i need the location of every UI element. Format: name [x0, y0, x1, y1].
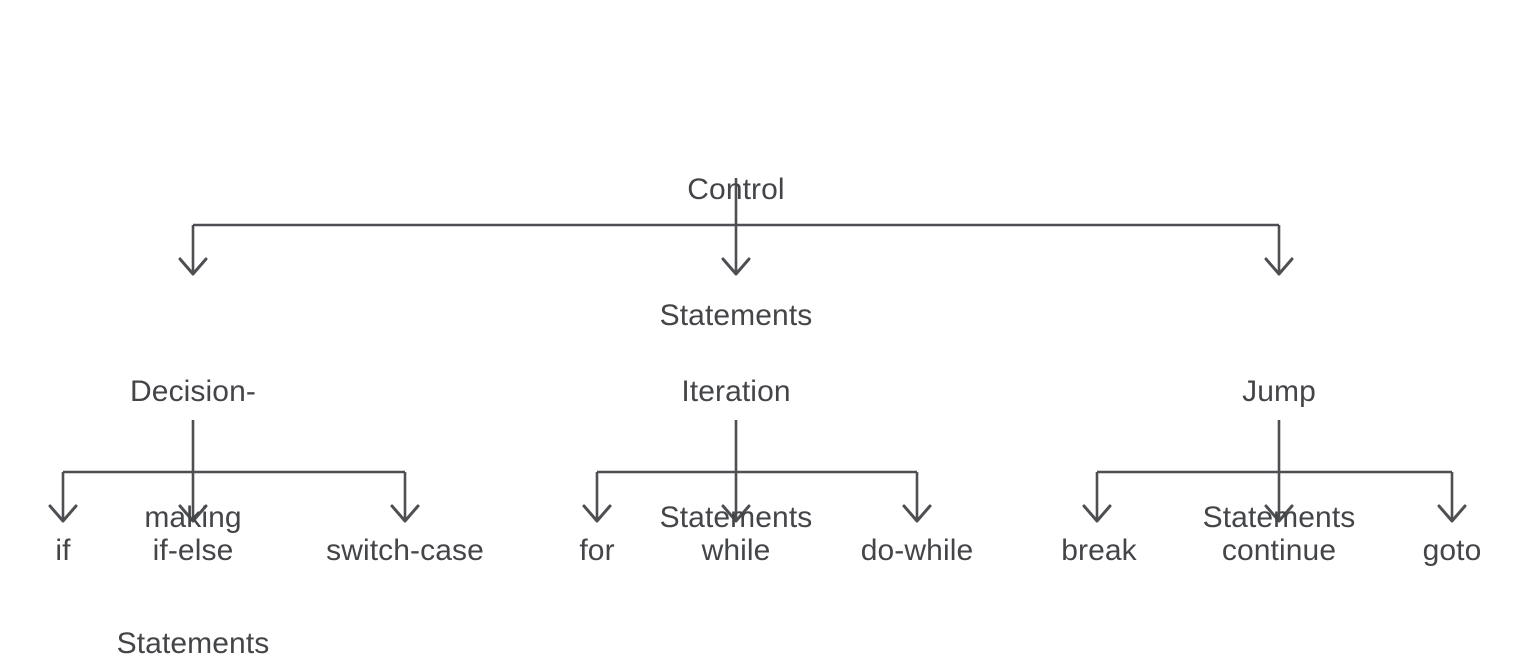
- leaf-if-else: if-else: [152, 534, 234, 567]
- leaf-do-while: do-while: [860, 534, 974, 567]
- leaf-goto: goto: [1422, 534, 1482, 567]
- arrowhead-goto: [1437, 504, 1467, 523]
- arrowhead-for: [582, 504, 612, 523]
- arrowhead-do-while: [902, 504, 932, 523]
- node-control-statements: Control Statements: [660, 85, 813, 421]
- node-control-statements-line2: Statements: [659, 299, 813, 332]
- leaf-continue: continue: [1221, 534, 1337, 567]
- leaf-if: if: [55, 534, 71, 567]
- node-decision-making-statements: Decision- making Statements: [117, 287, 270, 659]
- node-iteration-line1: Iteration: [681, 375, 791, 408]
- node-decision-making-line1: Decision-: [130, 375, 256, 408]
- leaf-for: for: [579, 534, 615, 567]
- leaf-while: while: [701, 534, 771, 567]
- arrowhead-if: [48, 504, 78, 523]
- node-iteration-line2: Statements: [659, 501, 813, 534]
- arrowhead-break: [1082, 504, 1112, 523]
- arrowhead-decision-making: [178, 257, 208, 276]
- node-decision-making-line2: making: [144, 501, 242, 534]
- node-jump-statements: Jump Statements: [1203, 287, 1356, 623]
- arrowhead-if-else: [178, 504, 208, 523]
- node-iteration-statements: Iteration Statements: [660, 287, 813, 623]
- arrowhead-iteration: [721, 257, 751, 276]
- node-jump-line2: Statements: [1202, 501, 1356, 534]
- node-jump-line1: Jump: [1242, 375, 1316, 408]
- arrowhead-continue: [1264, 504, 1294, 523]
- arrowhead-jump: [1264, 257, 1294, 276]
- leaf-switch-case: switch-case: [326, 534, 484, 567]
- arrowhead-while: [721, 504, 751, 523]
- leaf-break: break: [1061, 534, 1137, 567]
- node-control-statements-line1: Control: [687, 173, 785, 206]
- arrowhead-switch-case: [390, 504, 420, 523]
- node-decision-making-line3: Statements: [116, 627, 270, 659]
